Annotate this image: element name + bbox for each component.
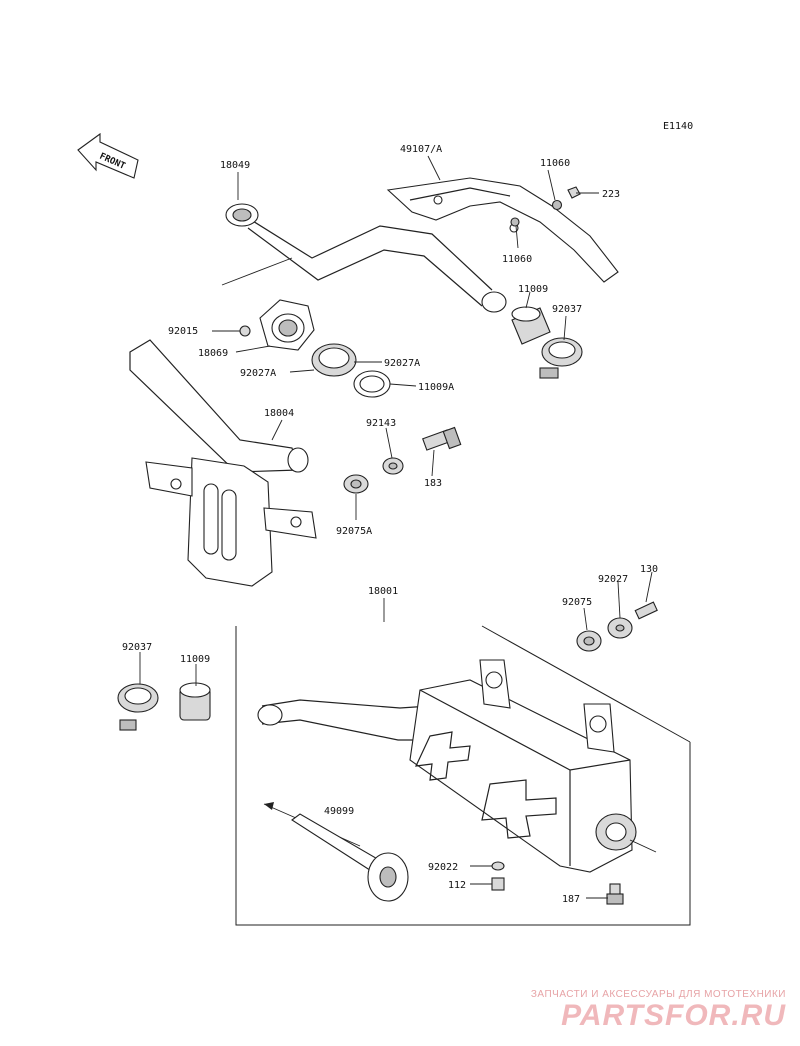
diagram-code: E1140	[663, 121, 693, 132]
nut-11060-upper	[551, 199, 563, 211]
muffler-frame	[235, 625, 691, 926]
label-223: 223	[602, 189, 620, 200]
label-49107: 49107/A	[400, 144, 442, 155]
exhaust-pipe-18049	[221, 203, 507, 313]
label-92027A-left: 92027A	[240, 368, 276, 379]
label-92037-lower: 92037	[122, 642, 152, 653]
nut-92015	[239, 325, 251, 337]
ring-92027A	[311, 343, 357, 377]
bolt-223	[567, 186, 599, 199]
label-92015: 92015	[168, 326, 198, 337]
label-92143: 92143	[366, 418, 396, 429]
bolt-187	[606, 883, 624, 905]
watermark-tagline: ЗАПЧАСТИ И АКСЕССУАРЫ ДЛЯ МОТОТЕХНИКИ	[530, 989, 786, 1000]
label-11009A: 11009A	[418, 382, 454, 393]
nut-11060-lower	[510, 217, 520, 227]
label-92037-upper: 92037	[552, 304, 582, 315]
label-92075A: 92075A	[336, 526, 372, 537]
label-49099: 49099	[324, 806, 354, 817]
bolt-130	[634, 601, 658, 620]
label-92027A-right: 92027A	[384, 358, 420, 369]
pre-muffler-18004	[129, 339, 317, 587]
label-187: 187	[562, 894, 580, 905]
flange-18069	[259, 299, 315, 351]
clamp-92037-upper	[539, 337, 583, 379]
bolt-183	[422, 426, 462, 451]
label-18004: 18004	[264, 408, 294, 419]
label-183: 183	[424, 478, 442, 489]
label-18069: 18069	[198, 348, 228, 359]
label-11009-upper: 11009	[518, 284, 548, 295]
label-92027: 92027	[598, 574, 628, 585]
leader-lines	[139, 155, 653, 899]
washer-92022	[491, 861, 505, 871]
gasket-11009-lower	[179, 682, 211, 721]
label-130: 130	[640, 564, 658, 575]
bolt-112	[491, 877, 505, 891]
gasket-11009-upper	[511, 306, 551, 345]
label-92022: 92022	[428, 862, 458, 873]
label-11060-lower: 11060	[502, 254, 532, 265]
watermark-logo: PARTSFOR.RU	[561, 999, 786, 1032]
front-arrow-icon: FRONT	[77, 132, 139, 179]
label-11009-lower: 11009	[180, 654, 210, 665]
muffler-18001	[257, 659, 657, 873]
label-11060-upper: 11060	[540, 158, 570, 169]
label-112: 112	[448, 880, 466, 891]
collar-92143	[382, 457, 404, 475]
label-92075: 92075	[562, 597, 592, 608]
clamp-92037-lower	[117, 683, 159, 731]
damper-92075	[576, 630, 602, 652]
watermark: ЗАПЧАСТИ И АКСЕССУАРЫ ДЛЯ МОТОТЕХНИКИ PA…	[531, 989, 786, 1032]
damper-92075A	[343, 474, 369, 494]
label-18049: 18049	[220, 160, 250, 171]
collar-92027	[607, 617, 633, 639]
gasket-11009A	[353, 370, 391, 398]
label-18001: 18001	[368, 586, 398, 597]
heat-guard-49107	[386, 177, 619, 283]
spark-arrester-49099	[263, 802, 409, 902]
